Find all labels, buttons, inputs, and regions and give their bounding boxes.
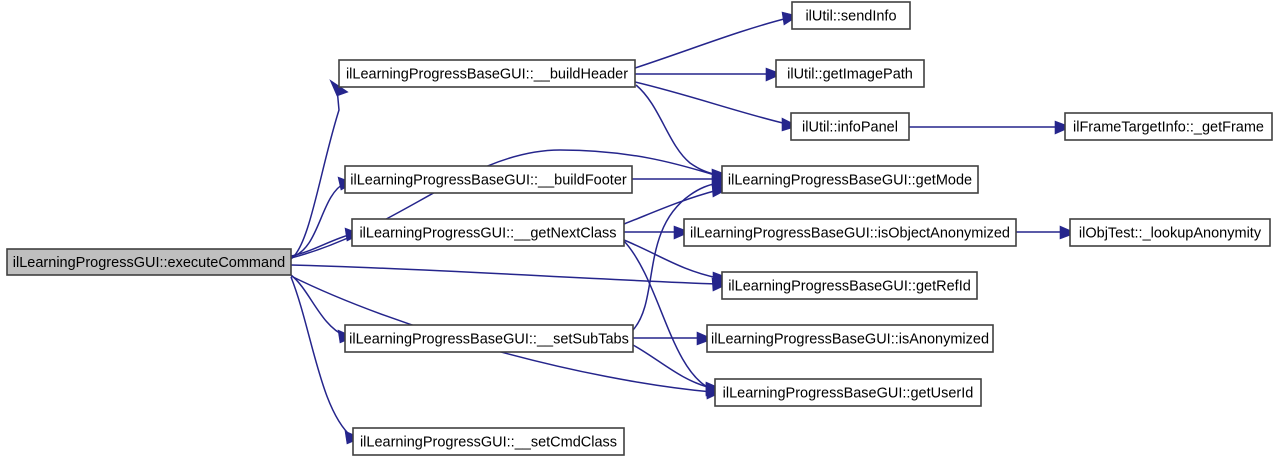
node-label: ilUtil::getImagePath (787, 66, 913, 82)
arrowhead-icon (673, 225, 691, 240)
node-label: ilLearningProgressBaseGUI::__buildHeader (346, 66, 628, 82)
node-label: ilUtil::infoPanel (802, 119, 898, 135)
node-label: ilLearningProgressBaseGUI::__setSubTabs (349, 331, 629, 347)
graph-node-getNextClass[interactable]: ilLearningProgressGUI::__getNextClass (351, 218, 625, 247)
call-edge (624, 225, 691, 240)
graph-node-sendInfo[interactable]: ilUtil::sendInfo (791, 1, 911, 30)
node-label: ilLearningProgressBaseGUI::__buildFooter (350, 172, 627, 188)
node-box[interactable] (338, 59, 636, 88)
call-edge (632, 176, 729, 331)
edge-line (635, 84, 719, 176)
edges-layer (290, 11, 1077, 445)
node-label: ilLearningProgressBaseGUI::isAnonymized (711, 331, 989, 347)
arrowhead-icon (781, 117, 799, 132)
call-edge (290, 79, 349, 260)
node-box[interactable] (1069, 218, 1271, 247)
node-box[interactable] (6, 248, 292, 276)
node-box[interactable] (714, 378, 982, 407)
call-edge (635, 84, 729, 183)
node-label: ilLearningProgressBaseGUI::getUserId (723, 385, 974, 401)
call-edge (634, 81, 799, 132)
call-edge (290, 264, 729, 292)
node-box[interactable] (791, 1, 911, 30)
graph-node-setCmdClass[interactable]: ilLearningProgressGUI::__setCmdClass (352, 427, 625, 456)
node-box[interactable] (344, 324, 634, 353)
edge-line (623, 239, 719, 279)
graph-node-setSubTabs[interactable]: ilLearningProgressBaseGUI::__setSubTabs (344, 324, 634, 353)
edge-line (623, 240, 712, 390)
graph-node-buildHeader[interactable]: ilLearningProgressBaseGUI::__buildHeader (338, 59, 636, 88)
edge-line (632, 182, 719, 331)
call-edge (633, 331, 714, 346)
call-edge (635, 67, 783, 82)
node-box[interactable] (790, 112, 910, 141)
nodes-layer: ilLearningProgressGUI::executeCommandilL… (6, 1, 1273, 456)
edge-line (623, 189, 719, 225)
graph-node-isAnonymized[interactable]: ilLearningProgressBaseGUI::isAnonymized (706, 324, 994, 353)
graph-node-lookupAnonymity[interactable]: ilObjTest::_lookupAnonymity (1069, 218, 1271, 247)
edge-line (290, 276, 353, 438)
node-box[interactable] (721, 271, 978, 300)
graph-node-getRefId[interactable]: ilLearningProgressBaseGUI::getRefId (721, 271, 978, 300)
graph-node-getMode[interactable]: ilLearningProgressBaseGUI::getMode (721, 165, 979, 194)
graph-node-getImagePath[interactable]: ilUtil::getImagePath (775, 59, 925, 88)
graph-node-getUserId[interactable]: ilLearningProgressBaseGUI::getUserId (714, 378, 982, 407)
node-label: ilLearningProgressBaseGUI::isObjectAnony… (690, 225, 1010, 241)
call-edge (623, 240, 723, 397)
call-edge (623, 239, 730, 286)
node-label: ilLearningProgressGUI::__getNextClass (359, 225, 616, 241)
node-label: ilLearningProgressGUI::executeCommand (13, 255, 285, 271)
graph-node-getFrame[interactable]: ilFrameTargetInfo::_getFrame (1064, 112, 1273, 141)
arrowhead-icon (711, 176, 729, 191)
edge-line (290, 274, 346, 337)
graph-node-executeCommand[interactable]: ilLearningProgressGUI::executeCommand (6, 248, 292, 276)
call-edge (623, 183, 729, 225)
node-label: ilLearningProgressBaseGUI::getRefId (728, 278, 971, 294)
arrowhead-icon (712, 271, 730, 286)
edge-line (290, 182, 346, 258)
node-box[interactable] (1064, 112, 1273, 141)
node-label: ilFrameTargetInfo::_getFrame (1073, 119, 1264, 135)
node-label: ilObjTest::_lookupAnonymity (1079, 225, 1262, 241)
node-label: ilLearningProgressBaseGUI::getMode (728, 172, 972, 188)
node-box[interactable] (683, 218, 1017, 247)
call-edge (909, 120, 1072, 135)
arrowhead-icon (765, 67, 783, 82)
graph-node-isObjectAnonymized[interactable]: ilLearningProgressBaseGUI::isObjectAnony… (683, 218, 1017, 247)
call-edge (1016, 225, 1077, 240)
node-box[interactable] (706, 324, 994, 353)
edge-line (634, 81, 788, 125)
arrowhead-icon (705, 381, 723, 396)
edge-line (634, 17, 789, 69)
edge-line (290, 264, 719, 285)
node-box[interactable] (352, 427, 625, 456)
graph-node-infoPanel[interactable]: ilUtil::infoPanel (790, 112, 910, 141)
call-edge (632, 344, 723, 396)
node-box[interactable] (775, 59, 925, 88)
arrowhead-icon (696, 331, 714, 346)
node-label: ilLearningProgressGUI::__setCmdClass (360, 434, 617, 450)
graph-node-buildFooter[interactable]: ilLearningProgressBaseGUI::__buildFooter (344, 165, 633, 194)
node-box[interactable] (351, 218, 625, 247)
call-edge (634, 11, 799, 69)
node-box[interactable] (344, 165, 633, 194)
edge-line (290, 87, 340, 260)
node-box[interactable] (721, 165, 979, 194)
edge-line (632, 344, 712, 389)
arrowhead-icon (1054, 120, 1072, 135)
arrowhead-icon (1059, 225, 1077, 240)
node-label: ilUtil::sendInfo (805, 8, 896, 24)
